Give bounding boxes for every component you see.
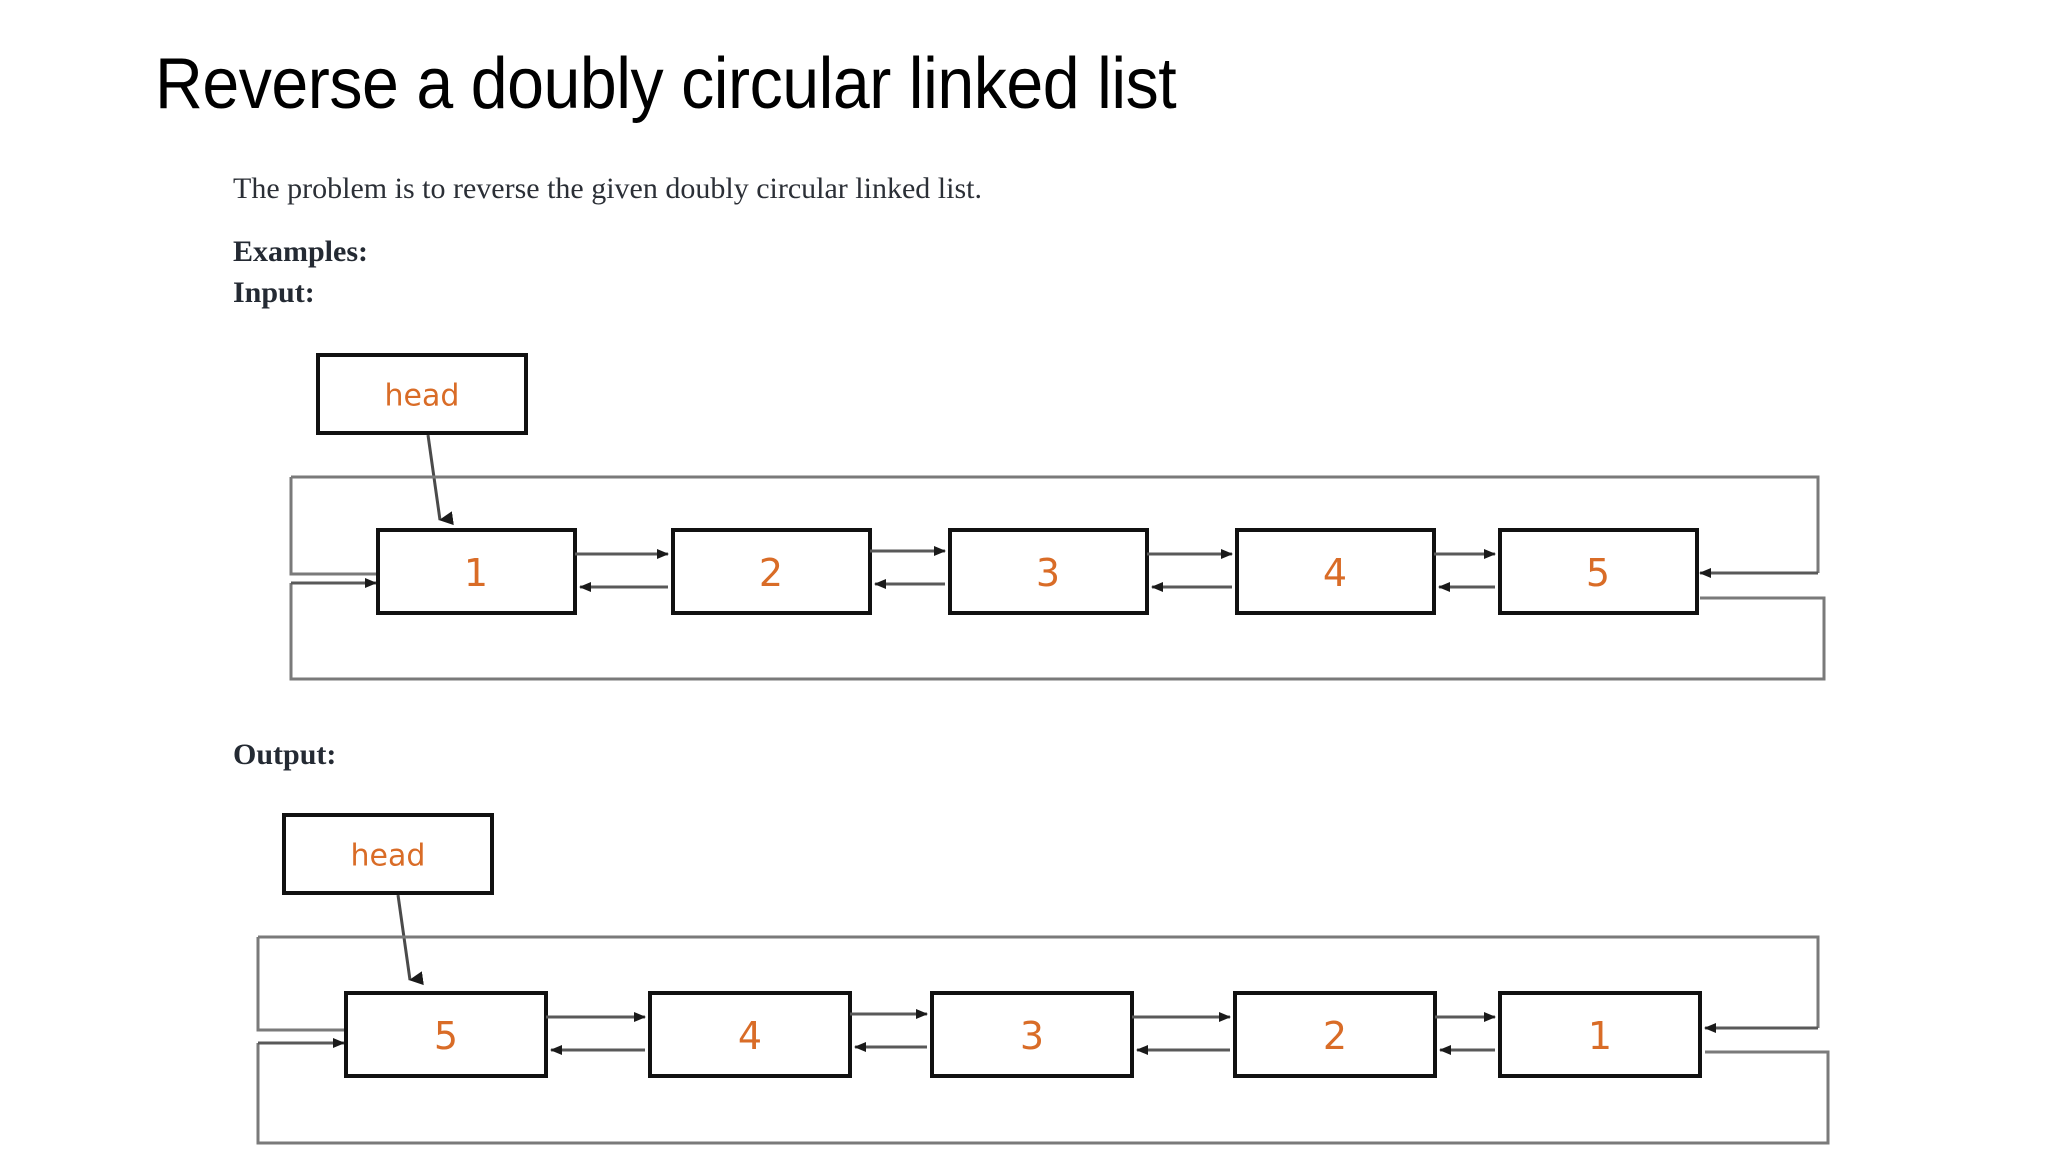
input-label: Input: — [233, 276, 315, 309]
page-title: Reverse a doubly circular linked list — [155, 44, 1177, 124]
node-box — [1235, 528, 1436, 615]
intro-paragraph: The problem is to reverse the given doub… — [233, 172, 982, 205]
node-box — [376, 528, 577, 615]
node-label: 1 — [464, 551, 488, 595]
node-box — [1498, 528, 1699, 615]
node-box — [930, 991, 1134, 1078]
node-box — [948, 528, 1149, 615]
wrap-forward-top — [291, 475, 1820, 573]
wrap-backward-bottom — [256, 1043, 1830, 1145]
examples-label: Examples: — [233, 235, 368, 268]
head-pointer-arrow — [426, 434, 454, 526]
head-box-label: head — [351, 839, 426, 874]
wrap-forward-link — [256, 937, 348, 1032]
head-box — [282, 813, 494, 895]
node-label: 3 — [1036, 551, 1060, 595]
node-label: 4 — [1323, 551, 1347, 595]
node-label: 3 — [1020, 1014, 1044, 1058]
node-label: 4 — [738, 1014, 762, 1058]
node-box — [344, 991, 548, 1078]
wrap-forward-link — [289, 477, 380, 576]
node-label: 1 — [1588, 1014, 1612, 1058]
wrap-backward-bottom — [289, 583, 1826, 681]
node-box — [671, 528, 872, 615]
node-label: 2 — [1323, 1014, 1347, 1058]
node-label: 2 — [759, 551, 783, 595]
head-box — [316, 353, 528, 435]
output-label: Output: — [233, 738, 337, 771]
node-label: 5 — [434, 1014, 458, 1058]
head-box-label: head — [385, 379, 460, 414]
head-pointer-arrow — [396, 894, 424, 986]
node-box — [648, 991, 852, 1078]
node-box — [1233, 991, 1437, 1078]
node-box — [1498, 991, 1702, 1078]
node-label: 5 — [1586, 551, 1610, 595]
wrap-forward-top — [258, 935, 1820, 1028]
